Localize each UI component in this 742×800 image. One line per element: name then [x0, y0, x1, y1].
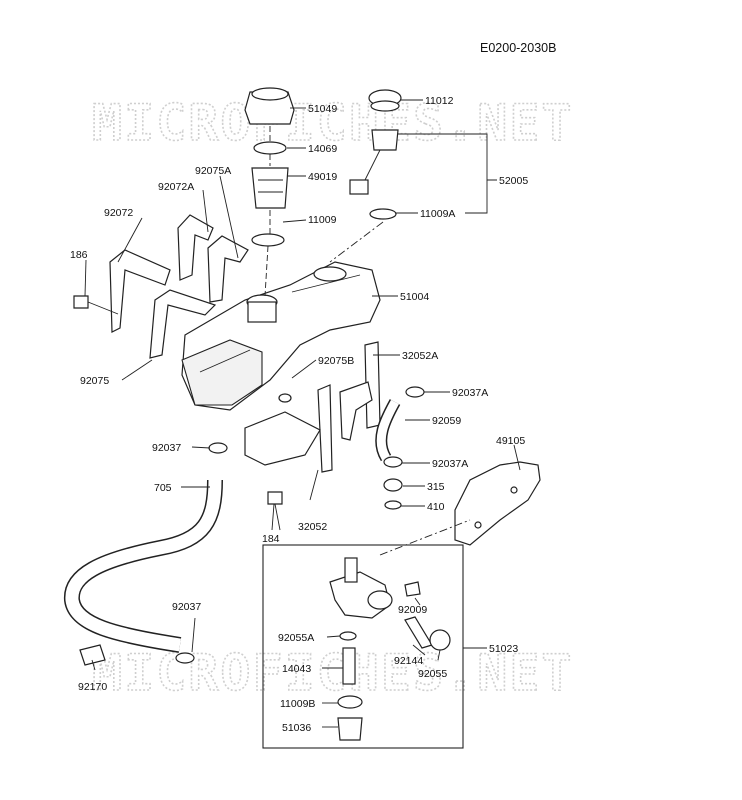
part-label-11012: 11012 — [425, 95, 454, 107]
part-label-92037: 92037 — [152, 442, 181, 454]
part-label-184: 184 — [262, 533, 280, 545]
part-label-92009: 92009 — [398, 604, 427, 616]
part-label-92075A: 92075A — [195, 165, 231, 177]
fuel-tank — [181, 261, 381, 411]
part-label-32052A: 32052A — [402, 350, 438, 362]
watermark-bottom: MICROFICHES.NET — [92, 644, 574, 702]
part-label-705: 705 — [154, 482, 172, 494]
part-label-186: 186 — [70, 249, 88, 261]
cock-bracket — [379, 461, 541, 556]
part-label-410: 410 — [427, 501, 445, 513]
watermark-top: MICROFICHES.NET — [92, 94, 574, 152]
part-label-14043: 14043 — [282, 663, 311, 675]
part-label-52005: 52005 — [499, 175, 528, 187]
part-label-32052: 32052 — [298, 521, 327, 533]
fuel-cap-stack — [244, 87, 295, 297]
tank-brackets — [244, 341, 381, 473]
fuel-hose — [64, 399, 401, 653]
fuel-cock-box — [262, 544, 464, 749]
part-label-11009A: 11009A — [420, 208, 455, 220]
part-label-92072: 92072 — [104, 207, 133, 219]
part-label-51004: 51004 — [400, 291, 429, 303]
part-label-92144: 92144 — [394, 655, 423, 667]
part-label-51049: 51049 — [308, 103, 337, 115]
part-label-92072A: 92072A — [158, 181, 194, 193]
part-label-49105: 49105 — [496, 435, 525, 447]
bolts — [73, 295, 283, 666]
part-label-11009B: 11009B — [280, 698, 315, 710]
part-label-92075B: 92075B — [318, 355, 354, 367]
part-label-92170: 92170 — [78, 681, 107, 693]
part-labels: 51049 14069 92075A 49019 92072A 11009 92… — [70, 95, 528, 734]
part-label-315: 315 — [427, 481, 445, 493]
part-label-92075: 92075 — [80, 375, 109, 387]
part-label-92055: 92055 — [418, 668, 447, 680]
part-label-92037-lower: 92037 — [172, 601, 201, 613]
tank-bands — [109, 214, 249, 359]
part-label-92037A-upper: 92037A — [452, 387, 488, 399]
part-label-92059: 92059 — [432, 415, 461, 427]
part-label-11009: 11009 — [308, 214, 337, 226]
part-label-51036: 51036 — [282, 722, 311, 734]
leader-lines — [84, 99, 521, 728]
part-label-92037A-lower: 92037A — [432, 458, 468, 470]
fuel-gauge-assembly — [329, 89, 402, 263]
part-label-51023: 51023 — [489, 643, 518, 655]
part-label-92055A: 92055A — [278, 632, 314, 644]
part-label-49019: 49019 — [308, 171, 337, 183]
part-label-14069: 14069 — [308, 143, 337, 155]
diagram-code: E0200-2030B — [480, 41, 556, 55]
hose-clamps — [175, 386, 425, 664]
